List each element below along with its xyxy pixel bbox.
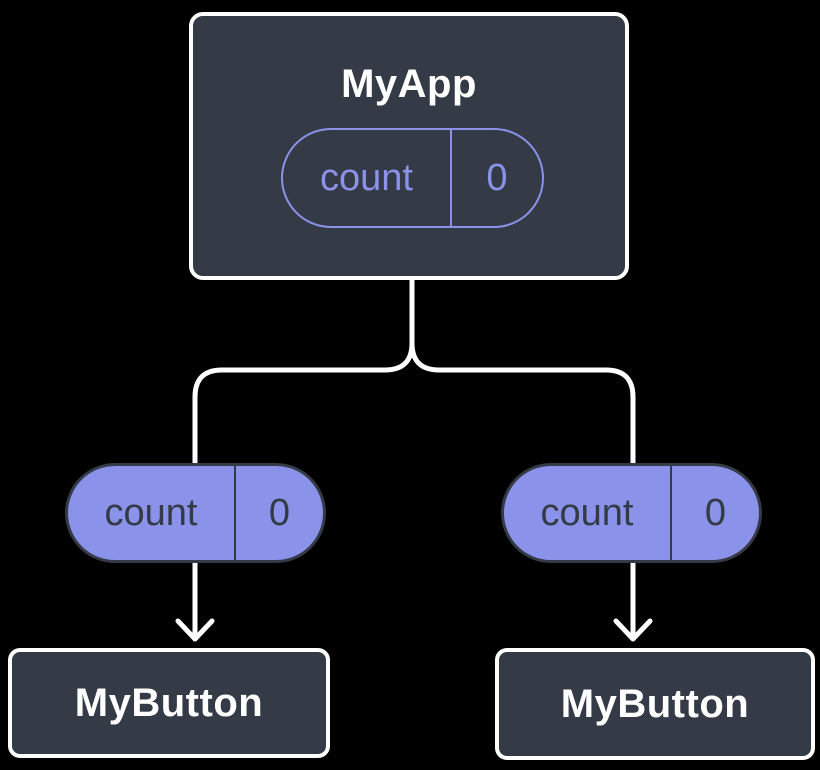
left-prop-pill: count 0 [65, 463, 326, 563]
left-branch-line [192, 274, 415, 637]
state-pill-name: count [283, 130, 452, 226]
state-pill-value: 0 [486, 156, 508, 199]
left-mybutton-title: MyButton [74, 680, 264, 725]
myapp-title: MyApp [341, 62, 477, 106]
left-prop-pill-name: count [68, 466, 236, 560]
left-prop-pill-value: 0 [268, 491, 291, 534]
state-pill: count 0 [281, 128, 544, 228]
right-mybutton-title: MyButton [560, 681, 750, 726]
right-mybutton-card: MyButton [495, 648, 815, 760]
right-prop-pill: count 0 [501, 463, 762, 563]
left-mybutton-card: MyButton [8, 648, 330, 758]
myapp-component-card: MyApp count 0 [189, 12, 629, 280]
right-arrowhead-icon [613, 618, 653, 642]
right-branch-line [409, 274, 636, 637]
left-arrowhead-icon [175, 618, 215, 642]
right-prop-pill-name: count [504, 466, 672, 560]
right-prop-pill-value: 0 [704, 491, 727, 534]
